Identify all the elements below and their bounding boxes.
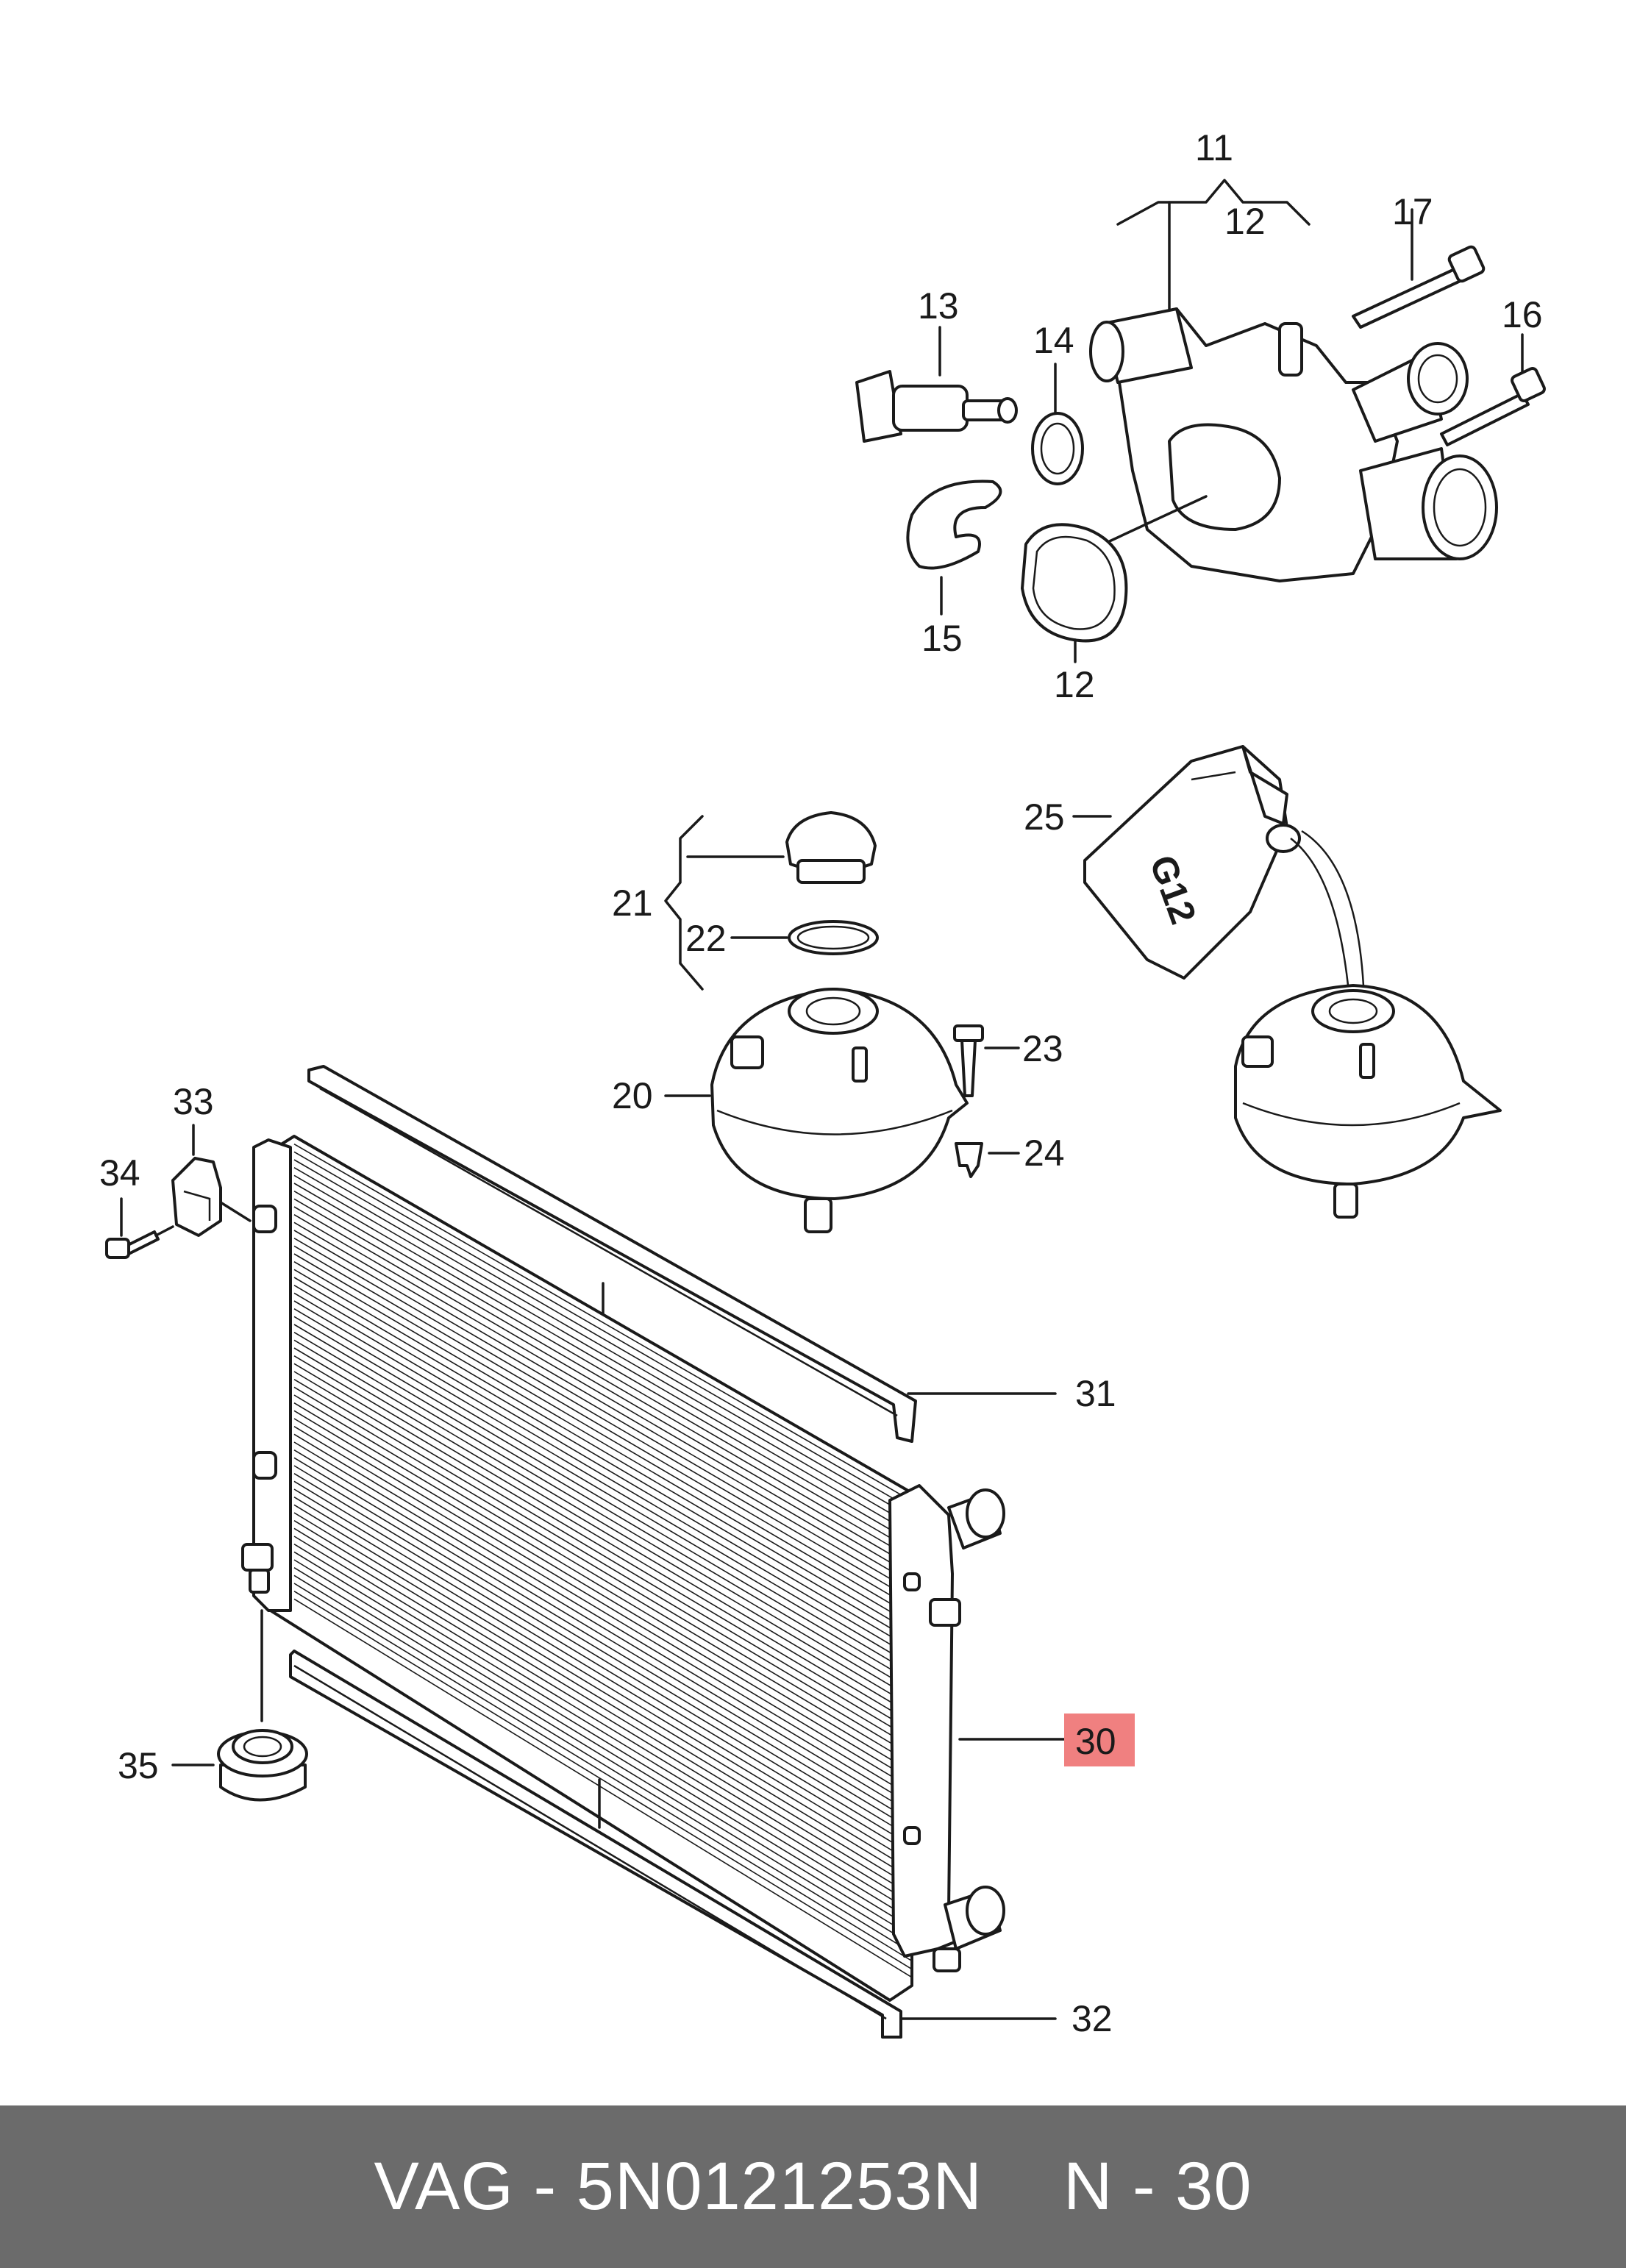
label-33: 33 bbox=[173, 1081, 214, 1122]
label-35: 35 bbox=[118, 1745, 159, 1786]
label-24: 24 bbox=[1024, 1133, 1065, 1174]
label-25: 25 bbox=[1024, 796, 1065, 838]
label-14: 14 bbox=[1033, 320, 1074, 361]
label-22: 22 bbox=[685, 918, 727, 959]
highlight-box bbox=[1064, 1714, 1135, 1766]
radiator-fins bbox=[293, 1143, 913, 1978]
label-21: 21 bbox=[612, 882, 653, 924]
thermostat-housing-group bbox=[855, 179, 1546, 663]
label-30: 30 bbox=[1075, 1721, 1116, 1762]
label-12-bottom: 12 bbox=[1054, 664, 1095, 705]
part-reference: VAG - 5N0121253N bbox=[374, 2149, 983, 2224]
label-20: 20 bbox=[612, 1075, 653, 1116]
label-12-top: 12 bbox=[1224, 201, 1266, 242]
label-32: 32 bbox=[1071, 1998, 1113, 2039]
footer-bar: VAG - 5N0121253N N - 30 bbox=[0, 2105, 1626, 2268]
callout-labels: 11 12 17 13 14 16 15 12 25 21 22 23 20 2… bbox=[99, 127, 1543, 2039]
radiator-group bbox=[105, 1065, 1068, 2039]
position-reference: N - 30 bbox=[1063, 2149, 1252, 2224]
label-11: 11 bbox=[1195, 127, 1233, 168]
label-17: 17 bbox=[1392, 191, 1433, 232]
label-23: 23 bbox=[1022, 1028, 1063, 1069]
label-16: 16 bbox=[1502, 294, 1543, 335]
label-34: 34 bbox=[99, 1152, 140, 1194]
expansion-tank-group bbox=[664, 811, 1020, 1233]
label-13: 13 bbox=[918, 285, 959, 327]
coolant-bottle-group: G12 bbox=[1072, 745, 1502, 1219]
label-15: 15 bbox=[921, 618, 963, 659]
label-31: 31 bbox=[1075, 1373, 1116, 1414]
